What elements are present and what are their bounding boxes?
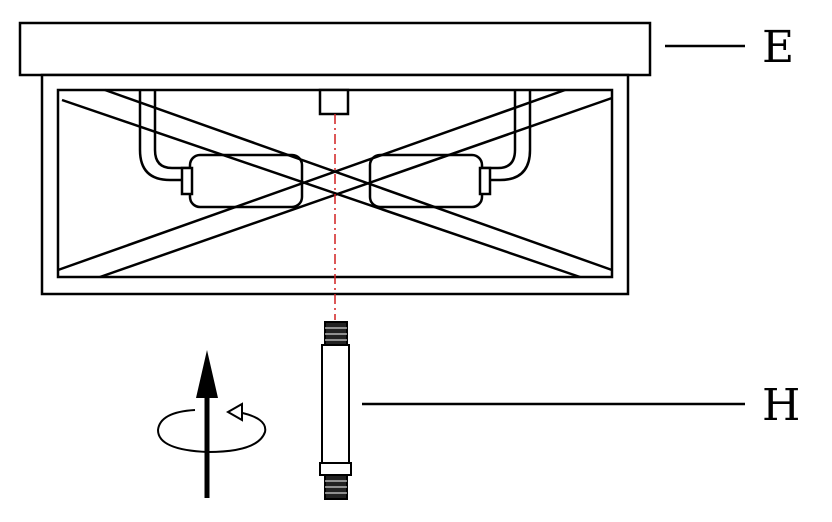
label-H: H (762, 380, 800, 431)
center-block (318, 88, 350, 116)
right-cylinder-cap (478, 166, 492, 196)
brace-2b (99, 96, 613, 279)
brace-2 (57, 88, 566, 272)
rod-body (321, 344, 350, 466)
top-plate (18, 21, 652, 77)
right-pipe (480, 90, 532, 182)
brace-1b (61, 98, 581, 279)
rod-nut (319, 462, 352, 476)
label-E: E (762, 22, 794, 73)
brace-1 (104, 88, 613, 272)
rotation-arrow-icon (156, 402, 267, 454)
left-pipe-inner (153, 90, 190, 170)
upward-arrow-icon (196, 350, 218, 498)
left-cylinder-cap (180, 166, 194, 196)
left-pipe (138, 90, 190, 182)
right-pipe-inner (480, 90, 517, 170)
